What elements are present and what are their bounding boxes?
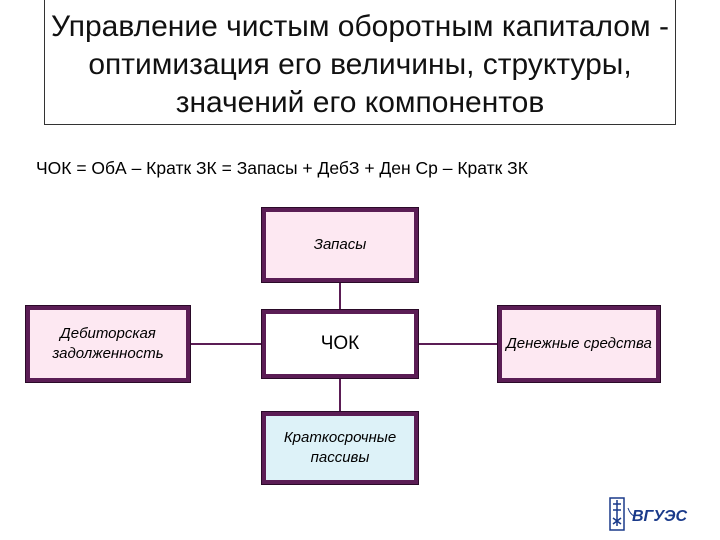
node-cash: Денежные средства [498, 306, 660, 382]
slide-title: Управление чистым оборотным капиталом - … [51, 10, 669, 119]
node-inventory-label: Запасы [313, 236, 367, 253]
node-nwc-label: ЧОК [320, 333, 360, 354]
node-receivables-label: Дебиторская задолженность [52, 325, 164, 362]
node-nwc: ЧОК [262, 310, 418, 378]
node-short-term-liabilities-label: Краткосрочные пассивы [283, 429, 397, 466]
node-inventory: Запасы [262, 208, 418, 282]
node-receivables: Дебиторская задолженность [26, 306, 190, 382]
university-logo: ВГУЭС [608, 496, 696, 532]
node-short-term-liabilities: Краткосрочные пассивы [262, 412, 418, 484]
node-cash-label: Денежные средства [506, 335, 652, 352]
logo-emblem-icon: ВГУЭС [609, 497, 688, 531]
logo-text: ВГУЭС [632, 508, 688, 525]
formula: ЧОК = ОбА – Кратк ЗК = Запасы + ДебЗ + Д… [36, 158, 528, 178]
title-frame [44, 0, 676, 125]
